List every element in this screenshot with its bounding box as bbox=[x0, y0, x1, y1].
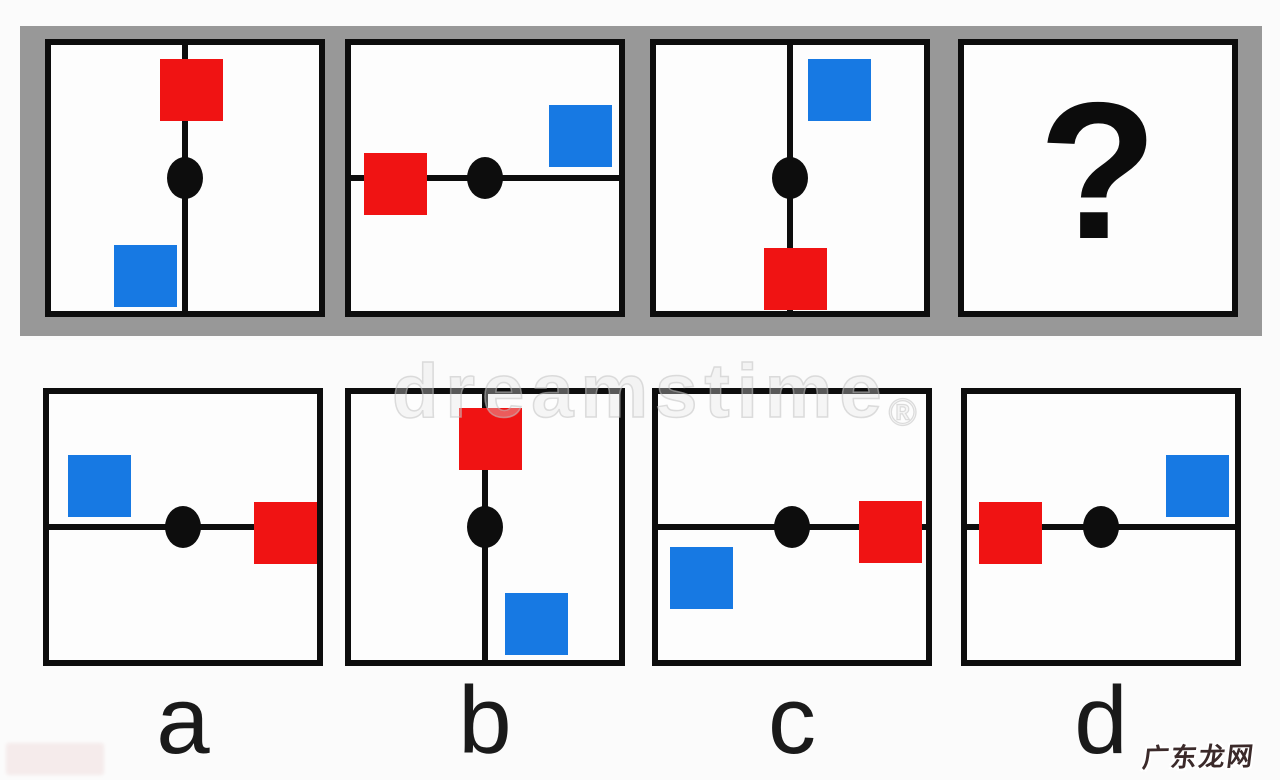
sequence-strip: ? bbox=[20, 26, 1262, 336]
red-square bbox=[764, 248, 827, 310]
pivot-dot bbox=[1083, 506, 1119, 548]
blue-square bbox=[68, 455, 131, 517]
blue-square bbox=[808, 59, 871, 121]
blue-square bbox=[1166, 455, 1229, 517]
pivot-dot bbox=[467, 157, 503, 199]
option-label-c: c bbox=[768, 667, 816, 774]
blue-square bbox=[505, 593, 568, 655]
pivot-dot bbox=[165, 506, 201, 548]
pivot-dot bbox=[774, 506, 810, 548]
red-square bbox=[364, 153, 427, 215]
corner-watermark-blob bbox=[6, 743, 104, 775]
puzzle-cell-seq-2 bbox=[345, 39, 625, 317]
puzzle-cell-seq-3 bbox=[650, 39, 930, 317]
site-watermark: 广东龙网 bbox=[1140, 741, 1257, 773]
option-label-b: b bbox=[458, 667, 512, 774]
red-square bbox=[254, 502, 317, 564]
puzzle-cell-opt-b[interactable] bbox=[345, 388, 625, 666]
pivot-dot bbox=[772, 157, 808, 199]
pivot-dot bbox=[167, 157, 203, 199]
question-mark: ? bbox=[1038, 61, 1158, 280]
blue-square bbox=[114, 245, 177, 307]
puzzle-cell-seq-1 bbox=[45, 39, 325, 317]
red-square bbox=[859, 501, 922, 563]
red-square bbox=[459, 408, 522, 470]
option-label-a: a bbox=[156, 667, 210, 774]
puzzle-cell-opt-a[interactable] bbox=[43, 388, 323, 666]
puzzle-cell-opt-c[interactable] bbox=[652, 388, 932, 666]
puzzle-cell-seq-4: ? bbox=[958, 39, 1238, 317]
pivot-dot bbox=[467, 506, 503, 548]
blue-square bbox=[670, 547, 733, 609]
red-square bbox=[160, 59, 223, 121]
blue-square bbox=[549, 105, 612, 167]
puzzle-cell-opt-d[interactable] bbox=[961, 388, 1241, 666]
red-square bbox=[979, 502, 1042, 564]
option-label-d: d bbox=[1074, 667, 1128, 774]
